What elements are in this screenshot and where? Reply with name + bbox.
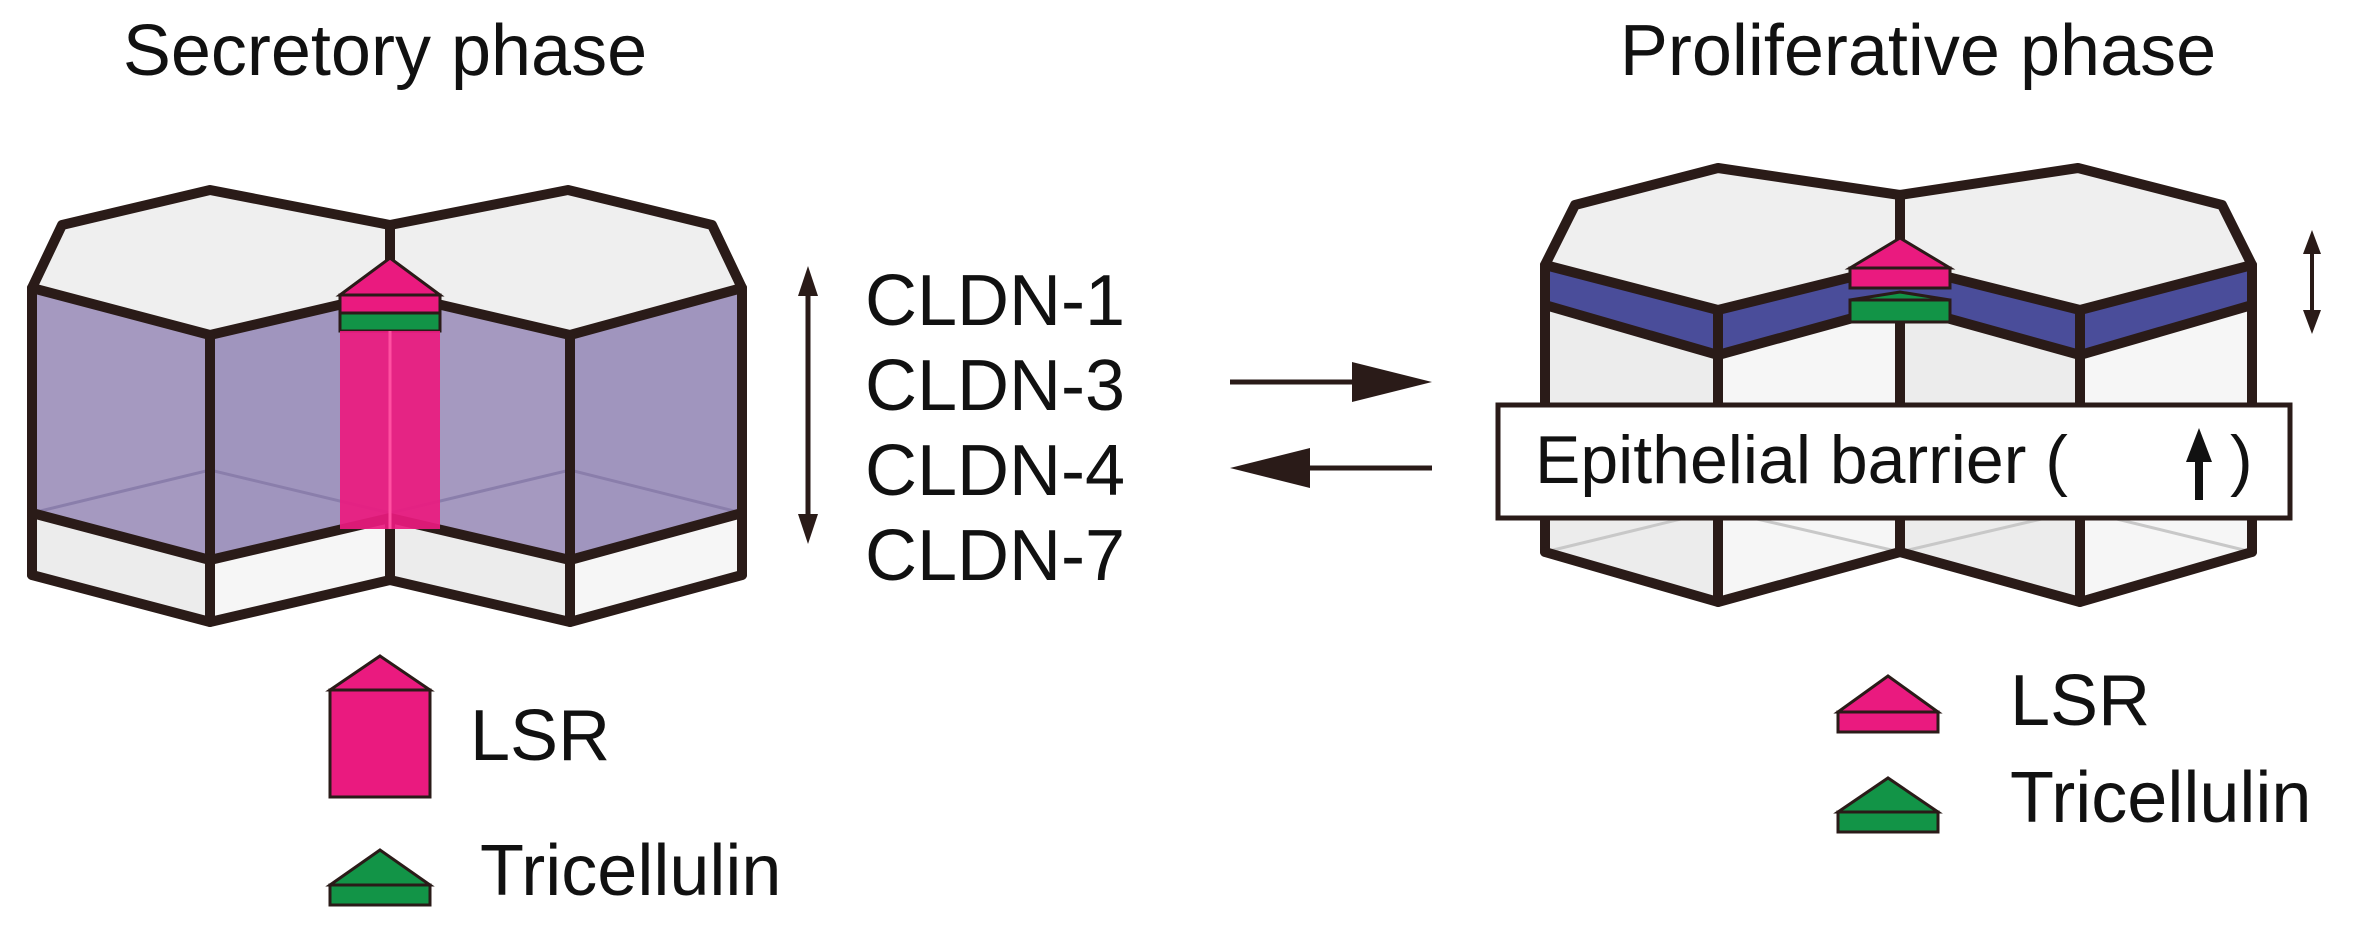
epithelial-barrier-close: ) xyxy=(2230,422,2253,498)
secretory-claudin-band-right xyxy=(570,288,742,560)
proliferative-lsr-tricellulin xyxy=(1844,236,1956,324)
forward-transition-arrow xyxy=(1230,362,1432,402)
junction-thickness-arrow xyxy=(2303,230,2321,334)
secretory-epithelium xyxy=(27,185,747,627)
proliferative-epithelium xyxy=(1540,163,2257,607)
claudin-1-label: CLDN-1 xyxy=(865,261,1125,341)
proliferative-legend-lsr: LSR xyxy=(2010,661,2150,741)
secretory-legend: LSR Tricellulin xyxy=(325,654,781,911)
lsr-icon xyxy=(1833,674,1943,734)
claudin-7-label: CLDN-7 xyxy=(865,516,1125,596)
secretory-claudin-band-left xyxy=(32,288,210,560)
barrier-increase-arrow-icon xyxy=(2186,428,2212,500)
claudin-height-arrow xyxy=(798,266,818,544)
proliferative-legend-tricellulin: Tricellulin xyxy=(2010,758,2311,838)
proliferative-legend: LSR Tricellulin xyxy=(1833,661,2311,838)
secretory-right-cell-top xyxy=(390,190,742,335)
claudin-list: CLDN-1 CLDN-3 CLDN-4 CLDN-7 xyxy=(865,261,1125,596)
tricellulin-icon xyxy=(325,848,435,907)
epithelial-barrier-box: Epithelial barrier ( ) xyxy=(1495,402,2293,521)
proliferative-phase-title: Proliferative phase xyxy=(1620,11,2216,91)
secretory-legend-tricellulin: Tricellulin xyxy=(480,831,781,911)
epithelial-barrier-label: Epithelial barrier ( xyxy=(1535,422,2068,498)
secretory-lsr-column xyxy=(335,256,445,529)
secretory-phase-title: Secretory phase xyxy=(123,11,647,91)
reverse-transition-arrow xyxy=(1230,448,1432,488)
claudin-3-label: CLDN-3 xyxy=(865,346,1125,426)
secretory-left-cell-top xyxy=(32,190,390,335)
secretory-legend-lsr: LSR xyxy=(470,696,610,776)
tricellulin-icon-right xyxy=(1833,776,1943,834)
claudin-4-label: CLDN-4 xyxy=(865,431,1125,511)
lsr-column-icon xyxy=(325,654,435,799)
